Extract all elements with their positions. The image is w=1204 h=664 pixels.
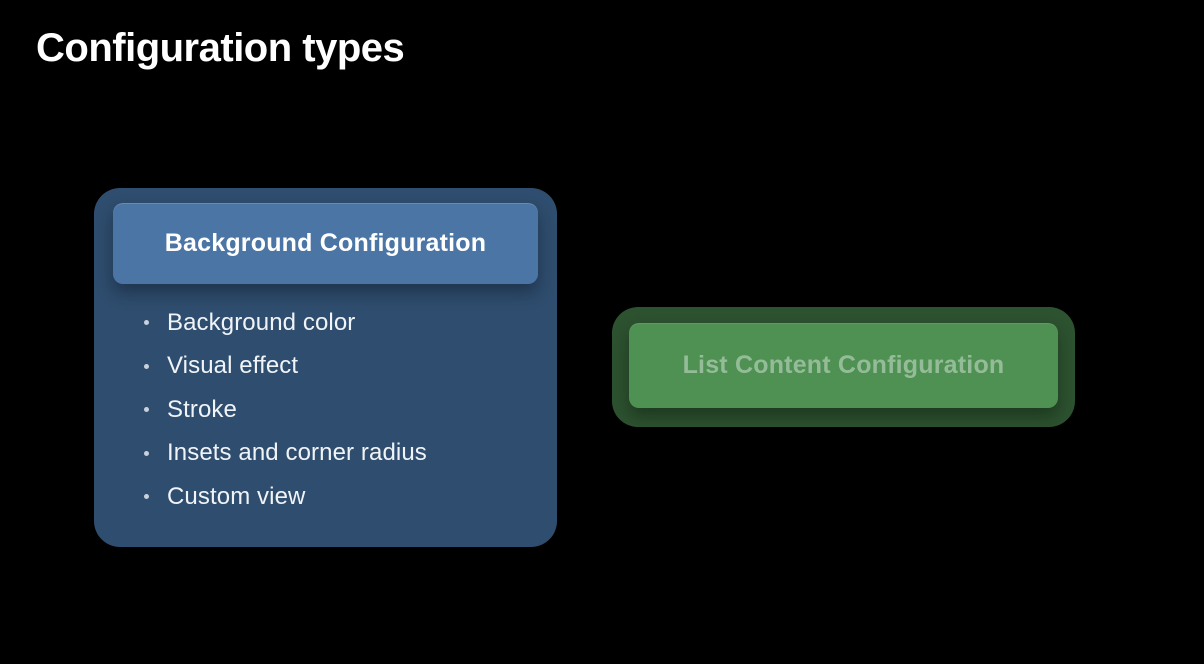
bullet-dot-icon — [144, 494, 149, 500]
bullet-text: Visual effect — [167, 352, 299, 380]
bullet-item: Stroke — [144, 388, 537, 432]
background-configuration-label: Background Configuration — [164, 229, 487, 257]
bullet-text: Insets and corner radius — [167, 439, 427, 467]
bullet-text: Custom view — [167, 482, 306, 510]
background-configuration-header: Background Configuration — [113, 203, 538, 284]
list-content-configuration-card: List Content Configuration — [612, 307, 1075, 427]
slide-title: Configuration types — [36, 26, 405, 70]
background-configuration-card: Background Configuration Background colo… — [94, 188, 557, 547]
list-content-configuration-label: List Content Configuration — [682, 351, 1005, 379]
bullet-text: Stroke — [167, 395, 237, 423]
list-content-configuration-header: List Content Configuration — [629, 323, 1058, 408]
bullet-dot-icon — [144, 407, 149, 413]
bullet-item: Visual effect — [144, 345, 537, 389]
bullet-dot-icon — [144, 363, 149, 369]
bullet-dot-icon — [144, 450, 149, 456]
bullet-dot-icon — [144, 320, 149, 326]
background-configuration-bullet-list: Background color Visual effect Stroke In… — [94, 284, 557, 519]
bullet-item: Custom view — [144, 475, 537, 519]
bullet-item: Insets and corner radius — [144, 432, 537, 476]
bullet-text: Background color — [167, 308, 356, 336]
bullet-item: Background color — [144, 301, 537, 345]
